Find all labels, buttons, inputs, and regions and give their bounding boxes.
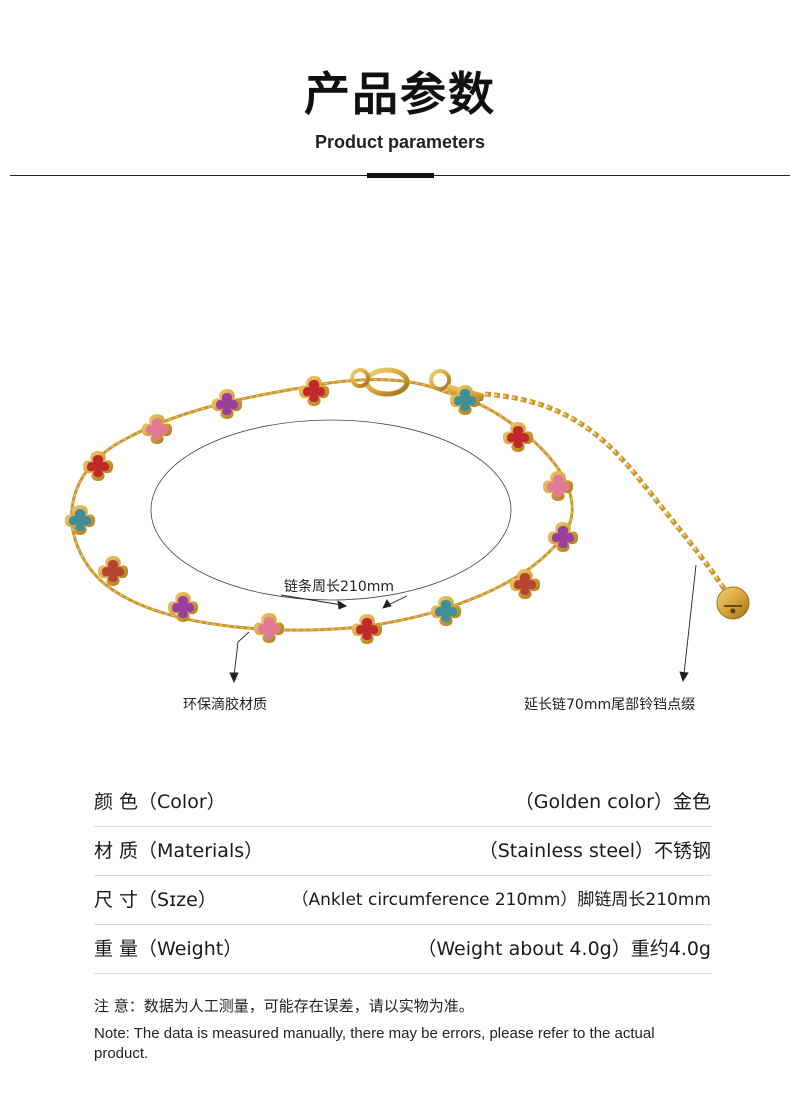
clover-charm — [64, 505, 96, 535]
page-title: 产品参数 — [304, 67, 496, 121]
clover-charm — [542, 471, 574, 501]
chain-length-annotation: 链条周长210mm — [284, 579, 394, 595]
spec-label: 颜 色（Color） — [94, 791, 226, 813]
clover-charm — [430, 596, 462, 626]
clover-charm — [298, 376, 330, 406]
spec-label: 材 质（Materials） — [94, 840, 264, 862]
bracelet-product-image — [64, 367, 750, 684]
clover-charm — [82, 451, 114, 481]
clover-charm — [509, 569, 541, 599]
spec-table: 颜 色（Color） （Golden color）金色 材 质（Material… — [94, 778, 711, 974]
extension-annotation: 延长链70mm尾部铃铛点缀 — [524, 697, 696, 713]
spec-row-size: 尺 寸（Sɪze） （Anklet circumference 210mm）脚链… — [94, 876, 711, 925]
note-chinese: 注 意：数据为人工测量，可能存在误差，请以实物为准。 — [94, 997, 474, 1015]
spec-value: （Weight about 4.0g）重约4.0g — [417, 938, 711, 960]
spec-row-materials: 材 质（Materials） （Stainless steel）不锈钢 — [94, 827, 711, 876]
clover-charm — [167, 592, 199, 622]
circumference-outline — [150, 419, 512, 601]
spec-value: （Stainless steel）不锈钢 — [478, 840, 711, 862]
spec-label: 重 量（Weight） — [94, 938, 243, 960]
spec-row-color: 颜 色（Color） （Golden color）金色 — [94, 778, 711, 827]
clover-charm — [141, 414, 173, 444]
clover-charm — [502, 422, 534, 452]
spec-row-weight: 重 量（Weight） （Weight about 4.0g）重约4.0g — [94, 925, 711, 974]
annotation-arrows — [229, 564, 697, 684]
clover-charm — [253, 613, 285, 643]
spec-value: （Golden color）金色 — [514, 791, 711, 813]
header-divider-accent — [367, 173, 434, 178]
page-subtitle: Product parameters — [314, 132, 486, 152]
material-annotation: 环保滴胶材质 — [183, 697, 267, 713]
clover-charm — [211, 389, 243, 419]
jump-ring — [350, 368, 370, 388]
spec-value: （Anklet circumference 210mm）脚链周长210mm — [291, 890, 711, 910]
note-english: Note: The data is measured manually, the… — [94, 1025, 655, 1062]
clover-charm — [351, 614, 383, 644]
extension-chain — [484, 391, 728, 592]
spec-label: 尺 寸（Sɪze） — [94, 889, 217, 911]
bell-charm — [716, 586, 750, 620]
